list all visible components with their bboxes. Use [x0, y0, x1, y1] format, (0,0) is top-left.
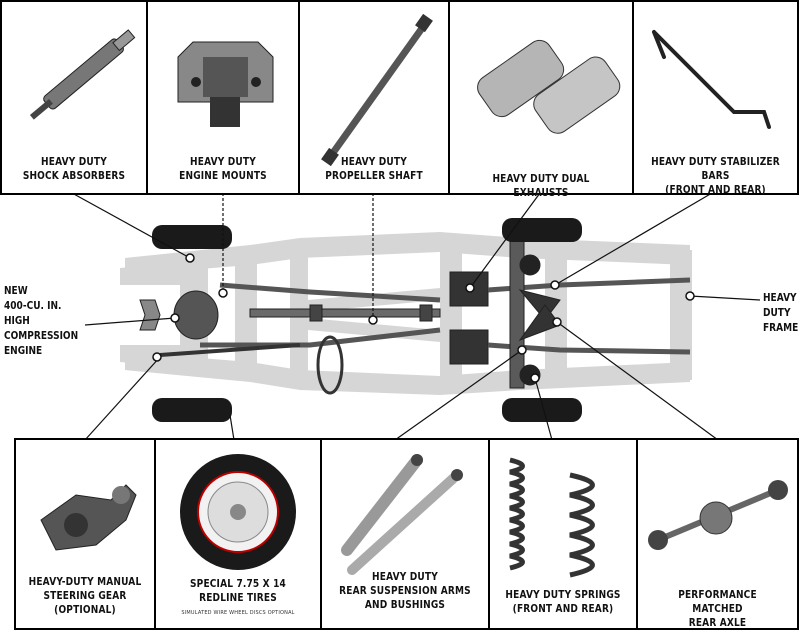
leader-lines — [71, 192, 761, 441]
frame-label: HEAVY DUTY FRAME — [763, 290, 798, 335]
engine-label-line: COMPRESSION — [4, 329, 79, 342]
panel-dual-exhausts: HEAVY DUTY DUAL EXHAUSTS — [448, 0, 634, 199]
caption-line1: HEAVY DUTY STABILIZER BARS — [651, 155, 780, 182]
panel-stabilizer-bars: HEAVY DUTY STABILIZER BARS(FRONT AND REA… — [632, 0, 799, 196]
caption-line1: HEAVY DUTY — [190, 155, 256, 168]
tires — [152, 218, 582, 422]
engine-mount-icon — [177, 41, 274, 127]
steering-gear-icon — [40, 484, 137, 551]
engine-label-line: HIGH — [4, 314, 30, 327]
engine-label-line: ENGINE — [4, 344, 43, 357]
coil-spring-icon — [509, 457, 595, 578]
caption-line1: HEAVY DUTY — [372, 570, 438, 583]
caption-line1: PERFORMANCE MATCHED — [678, 588, 757, 615]
mufflers-icon — [477, 39, 621, 134]
tire-icon — [180, 454, 296, 570]
caption-line2: SHOCK ABSORBERS — [22, 169, 126, 182]
stabilizer-bar-icon — [652, 30, 771, 129]
caption-line2: ENGINE MOUNTS — [179, 169, 267, 182]
engine-label: NEW 400-CU. IN. HIGH COMPRESSION ENGINE — [4, 283, 78, 358]
engine-label-line: NEW — [4, 284, 28, 297]
frame-label-line: HEAVY — [763, 291, 797, 304]
tire-footnote: SIMULATED WIRE WHEEL DISCS OPTIONAL — [181, 610, 295, 616]
caption-line2: (FRONT AND REAR) — [665, 183, 766, 196]
caption-line2: REAR SUSPENSION ARMS — [339, 584, 471, 597]
frame-label-line: DUTY — [763, 306, 791, 319]
drivetrain — [139, 237, 691, 395]
caption-line2: (FRONT AND REAR) — [512, 602, 614, 615]
caption-line3: AND BUSHINGS — [364, 598, 446, 611]
caption-line2: REDLINE TIRES — [199, 591, 277, 604]
caption-line3: (OPTIONAL) — [54, 603, 116, 616]
propeller-shaft-icon — [321, 13, 433, 167]
caption-line1: HEAVY DUTY — [341, 155, 407, 168]
callout-dots — [152, 253, 695, 383]
panel-springs: HEAVY DUTY SPRINGS(FRONT AND REAR) — [488, 438, 638, 630]
suspension-arm-icon — [341, 454, 463, 575]
caption-line2: REAR AXLE — [688, 616, 747, 629]
caption-line1: HEAVY-DUTY MANUAL — [28, 575, 142, 588]
rear-axle-icon — [648, 480, 788, 550]
caption-line2: PROPELLER SHAFT — [325, 169, 423, 182]
caption-line1: SPECIAL 7.75 x 14 — [190, 577, 286, 590]
caption-line1: HEAVY DUTY — [41, 155, 107, 168]
frame-label-line: FRAME — [763, 321, 799, 334]
caption-line2: STEERING GEAR — [43, 589, 127, 602]
engine-label-line: 400-CU. IN. — [4, 299, 62, 312]
caption-line1: HEAVY DUTY DUAL EXHAUSTS — [492, 172, 590, 199]
caption-line1: HEAVY DUTY SPRINGS — [505, 588, 621, 601]
shock-absorber-icon — [29, 29, 136, 120]
